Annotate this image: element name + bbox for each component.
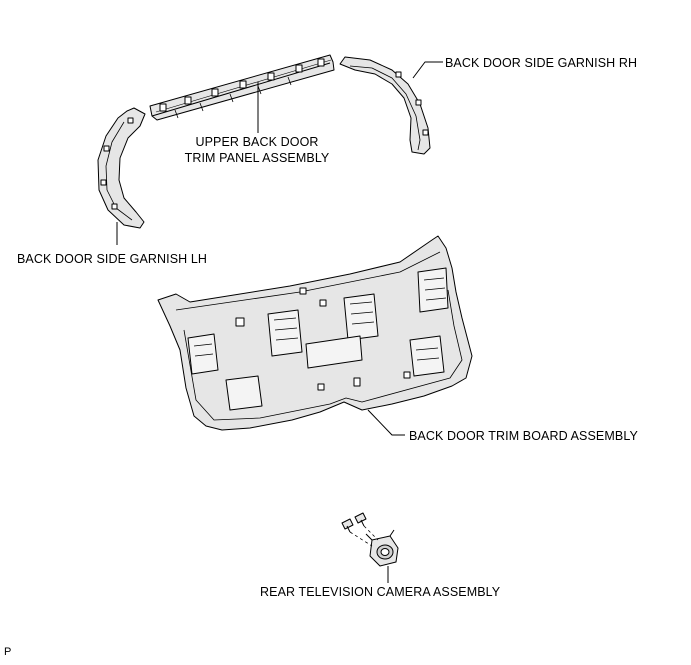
screw-1 [341,518,354,533]
camera-mount-guide [349,525,379,547]
label-upper-trim-panel: UPPER BACK DOOR TRIM PANEL ASSEMBLY [172,134,342,166]
label-upper-trim-line1: UPPER BACK DOOR [195,135,319,149]
label-side-garnish-lh: BACK DOOR SIDE GARNISH LH [17,252,208,266]
label-camera: REAR TELEVISION CAMERA ASSEMBLY [260,585,501,599]
corner-code: P [4,646,12,658]
back-door-trim-board [157,235,473,431]
screw-2 [354,512,367,527]
rear-camera-assembly [365,529,399,567]
leader-lines [116,61,443,583]
label-trim-board: BACK DOOR TRIM BOARD ASSEMBLY [409,429,638,443]
label-upper-trim-line2: TRIM PANEL ASSEMBLY [184,151,330,165]
back-door-side-garnish-rh [339,56,431,155]
upper-back-door-trim-panel [149,54,335,121]
label-side-garnish-rh: BACK DOOR SIDE GARNISH RH [445,56,638,70]
back-door-side-garnish-lh [97,107,146,229]
